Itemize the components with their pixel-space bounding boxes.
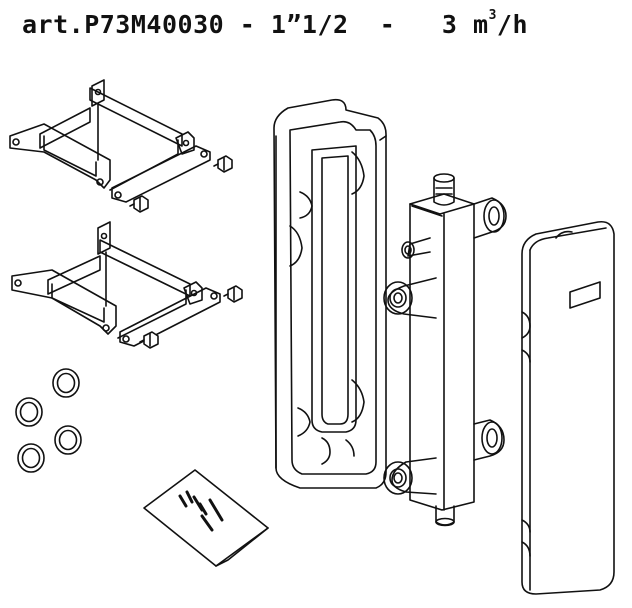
bolt-2 bbox=[130, 196, 148, 212]
bolt-3 bbox=[224, 286, 242, 302]
top-vent-fitting bbox=[434, 174, 454, 205]
flow-rate: 3 m3/h bbox=[441, 8, 528, 39]
right-port-top bbox=[474, 198, 506, 238]
bolt-4 bbox=[140, 332, 158, 348]
wall-bracket-lower bbox=[12, 222, 220, 346]
label-window bbox=[570, 282, 600, 308]
connection-size: 1”1/2 bbox=[270, 10, 349, 39]
left-port-bottom bbox=[384, 458, 436, 494]
gasket-ring-2 bbox=[16, 398, 42, 426]
left-port-top bbox=[384, 278, 436, 318]
wall-bracket-upper bbox=[10, 80, 210, 202]
instruction-leaflet bbox=[144, 470, 268, 566]
hydraulic-separator bbox=[384, 174, 506, 526]
insulation-shell-rear bbox=[274, 100, 386, 488]
gasket-ring-1 bbox=[53, 369, 79, 397]
gasket-ring-3 bbox=[55, 426, 81, 454]
article-code: art.P73M40030 bbox=[22, 10, 225, 39]
page-title: art.P73M40030 - 1”1/2 - 3 m3/h bbox=[22, 8, 528, 39]
right-port-bottom bbox=[474, 420, 504, 460]
gasket-ring-4 bbox=[18, 444, 44, 472]
insulation-shell-front bbox=[522, 222, 614, 594]
left-small-fitting bbox=[402, 238, 430, 258]
bolt-1 bbox=[214, 156, 232, 172]
bottom-drain-fitting bbox=[436, 506, 454, 526]
